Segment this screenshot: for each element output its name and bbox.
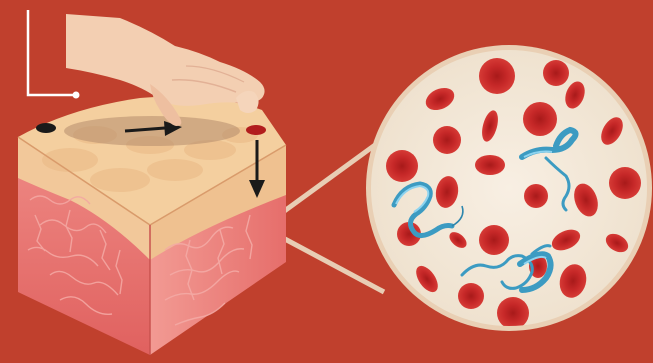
skin-block-icon — [18, 97, 286, 356]
magnifier-lens-icon — [366, 45, 652, 331]
hand-shadow — [64, 116, 240, 146]
right-dot-marker — [246, 125, 266, 135]
left-dot-marker — [36, 123, 56, 133]
